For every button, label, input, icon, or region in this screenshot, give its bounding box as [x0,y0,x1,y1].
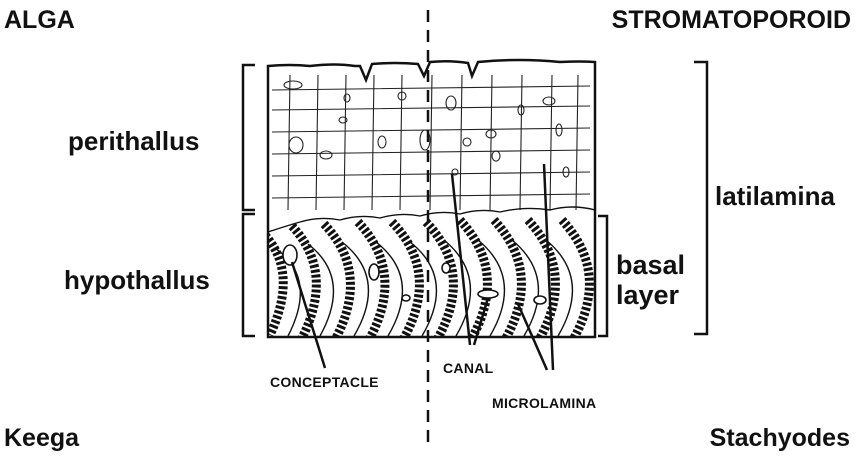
callout-canal: CANAL [443,361,494,375]
bracket-hypothallus [243,214,255,336]
label-hypothallus: hypothallus [64,267,210,293]
label-perithallus: perithallus [68,128,199,154]
title-alga: ALGA [4,8,75,33]
label-basal-line1: basal [616,250,685,280]
label-keega: Keega [4,426,79,451]
label-basal-layer: basal layer [616,250,685,310]
callout-conceptacle: CONCEPTACLE [270,375,379,389]
title-stromatoporoid: STROMATOPOROID [612,8,851,33]
bracket-basal-layer [598,216,607,336]
label-latilamina: latilamina [715,183,835,209]
bracket-perithallus [243,65,255,210]
callout-microlamina: MICROLAMINA [492,396,596,410]
bracket-latilamina [694,62,707,334]
label-stachyodes: Stachyodes [710,426,850,451]
label-basal-line2: layer [616,280,685,310]
